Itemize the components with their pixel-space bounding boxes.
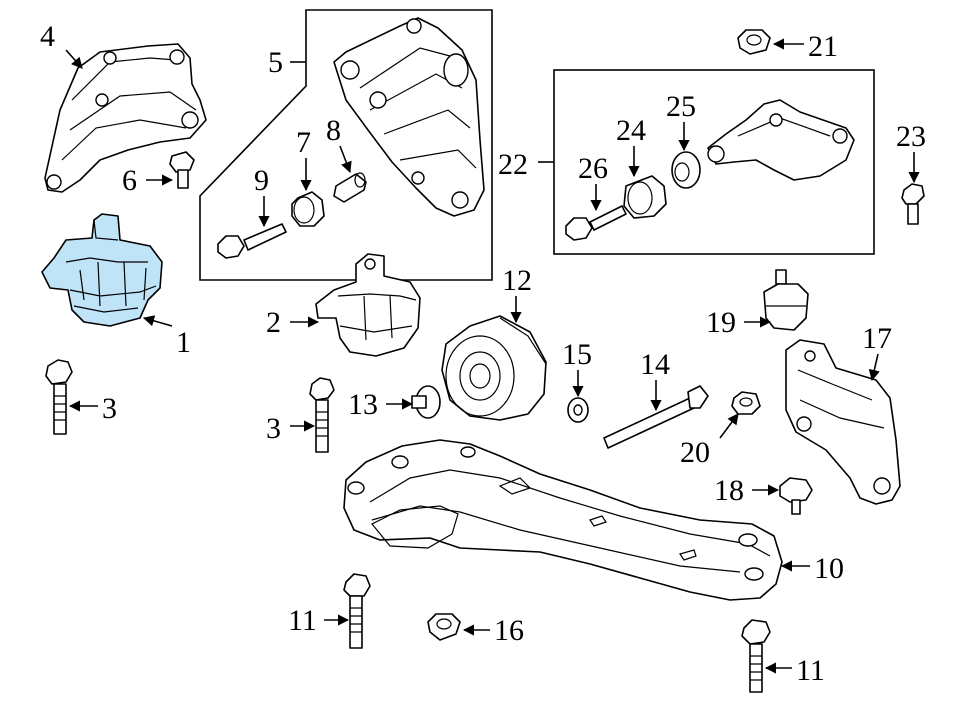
engine-mount-part-1[interactable] — [41, 213, 163, 327]
callout-20: 20 — [680, 436, 710, 469]
leader-1 — [142, 315, 173, 327]
callout-16: 16 — [494, 614, 524, 647]
bolt-part-14[interactable] — [603, 385, 709, 449]
callout-11-right: 11 — [796, 654, 825, 687]
bolt-part-23[interactable] — [901, 183, 925, 225]
callout-4: 4 — [40, 20, 55, 53]
callout-12: 12 — [502, 264, 532, 297]
nut-part-16[interactable] — [427, 613, 461, 641]
bushing-part-7[interactable] — [291, 191, 325, 227]
bracket-part-4[interactable] — [44, 43, 207, 193]
leader-17 — [868, 353, 880, 382]
bracket-part-5[interactable] — [333, 17, 485, 217]
callout-24: 24 — [616, 114, 646, 147]
callout-9: 9 — [254, 164, 269, 197]
bracket-part-22[interactable] — [707, 99, 855, 181]
bolt-part-9[interactable] — [217, 223, 287, 259]
callout-26: 26 — [578, 152, 608, 185]
mount-part-19[interactable] — [763, 269, 809, 331]
bolt-part-3-lower[interactable] — [309, 377, 335, 453]
callout-18: 18 — [714, 474, 744, 507]
bolt-part-11-right[interactable] — [741, 619, 771, 693]
callout-7: 7 — [296, 126, 311, 159]
callout-19: 19 — [706, 306, 736, 339]
nut-part-20[interactable] — [731, 391, 761, 415]
bolt-part-11-left[interactable] — [343, 573, 371, 649]
callout-2: 2 — [266, 306, 281, 339]
bushing-part-24[interactable] — [623, 175, 667, 219]
callout-3-lower: 3 — [266, 412, 281, 445]
leader-4 — [65, 49, 83, 69]
bushing-part-12[interactable] — [441, 315, 547, 421]
callout-11-left: 11 — [288, 604, 317, 637]
group-box-part-5 — [199, 9, 493, 281]
callout-14: 14 — [640, 348, 670, 381]
nut-part-21[interactable] — [737, 29, 771, 55]
callout-6: 6 — [122, 164, 137, 197]
callout-21: 21 — [808, 30, 838, 63]
callout-17: 17 — [862, 322, 892, 355]
bolt-part-6[interactable] — [169, 151, 195, 189]
crossmember-part-10[interactable] — [343, 439, 783, 601]
callout-3-upper: 3 — [102, 392, 117, 425]
bolt-part-3-upper[interactable] — [45, 359, 73, 435]
callout-22: 22 — [498, 148, 528, 181]
callout-13: 13 — [348, 388, 378, 421]
bolt-part-26[interactable] — [565, 205, 627, 241]
callout-15: 15 — [562, 338, 592, 371]
ring-part-25[interactable] — [671, 151, 701, 189]
callout-8: 8 — [326, 114, 341, 147]
washer-part-15[interactable] — [567, 397, 589, 423]
leader-20 — [719, 413, 739, 439]
callout-1: 1 — [176, 326, 191, 359]
leader-8 — [339, 145, 352, 174]
bolt-part-18[interactable] — [779, 477, 813, 515]
callout-5: 5 — [268, 46, 283, 79]
callout-25: 25 — [666, 90, 696, 123]
callout-23: 23 — [896, 120, 926, 153]
sleeve-part-8[interactable] — [333, 172, 367, 203]
callout-10: 10 — [814, 552, 844, 585]
engine-mount-part-2[interactable] — [315, 253, 421, 357]
stud-part-13[interactable] — [411, 385, 441, 419]
